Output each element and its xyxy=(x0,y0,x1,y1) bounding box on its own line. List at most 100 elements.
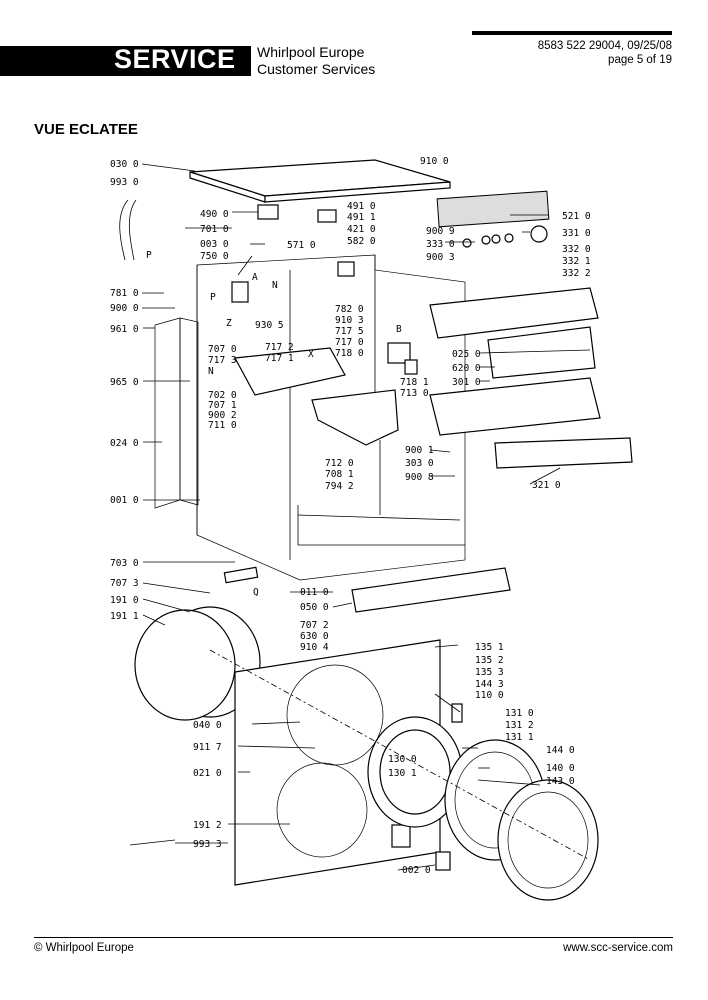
part-label: 900 1 xyxy=(405,445,434,456)
part-label: 131 1 xyxy=(505,732,534,743)
part-label: 421 0 xyxy=(347,224,376,235)
page-number: page 5 of 19 xyxy=(608,54,672,66)
part-label: 910 3 xyxy=(335,315,364,326)
part-label: 707 0 xyxy=(208,344,237,355)
letter-mark: Z xyxy=(226,318,232,329)
door-hinge xyxy=(451,703,463,723)
drain-hose-clip xyxy=(129,839,176,846)
part-label: 191 2 xyxy=(193,820,222,831)
part-label: 930 5 xyxy=(255,320,284,331)
part-label: 143 0 xyxy=(546,776,575,787)
part-label: 131 0 xyxy=(505,708,534,719)
part-label: 490 0 xyxy=(200,209,229,220)
footer-rule xyxy=(34,937,673,938)
footer-copyright: © Whirlpool Europe xyxy=(34,942,134,954)
part-label: 707 1 xyxy=(208,400,237,411)
part-label: 130 1 xyxy=(388,768,417,779)
part-label: 110 0 xyxy=(475,690,504,701)
part-label: 711 0 xyxy=(208,420,237,431)
document-id: 8583 522 29004, 09/25/08 xyxy=(537,40,672,52)
part-label: 333 0 xyxy=(426,239,455,250)
part-label: 030 0 xyxy=(110,159,139,170)
part-label: 708 1 xyxy=(325,469,354,480)
part-label: 993 0 xyxy=(110,177,139,188)
service-label: SERVICE xyxy=(114,44,236,74)
part-label: 301 0 xyxy=(452,377,481,388)
header-top-rule xyxy=(472,31,672,35)
control-panel-frame xyxy=(429,287,599,339)
part-label: 900 8 xyxy=(405,472,434,483)
part-label: 900 2 xyxy=(208,410,237,421)
letter-mark: N xyxy=(272,280,278,291)
page-title: VUE ECLATEE xyxy=(34,121,138,138)
door-outer-ring xyxy=(497,779,599,901)
part-label: 002 0 xyxy=(402,865,431,876)
part-label: 620 0 xyxy=(452,363,481,374)
part-label: 750 0 xyxy=(200,251,229,262)
part-label: 782 0 xyxy=(335,304,364,315)
part-label: 900 9 xyxy=(426,226,455,237)
inlet-hose xyxy=(119,199,129,261)
part-label: 131 2 xyxy=(505,720,534,731)
door-axis xyxy=(209,649,591,861)
footer-website: www.scc-service.com xyxy=(563,942,673,954)
part-label: 191 1 xyxy=(110,611,139,622)
part-label: 961 0 xyxy=(110,324,139,335)
part-label: 717 1 xyxy=(265,353,294,364)
part-label: 707 3 xyxy=(110,578,139,589)
company-line-2: Customer Services xyxy=(257,61,376,77)
letter-mark: P xyxy=(210,292,216,303)
left-side-panel xyxy=(154,317,181,509)
part-label: 331 0 xyxy=(562,228,591,239)
part-label: 303 0 xyxy=(405,458,434,469)
part-label: 011 0 xyxy=(300,587,329,598)
document-info: 8583 522 29004, 09/25/08 page 5 of 19 xyxy=(538,39,672,67)
letter-mark: P xyxy=(146,250,152,261)
part-label: 050 0 xyxy=(300,602,329,613)
letter-marks: P P A N Z B X N Q xyxy=(146,250,402,598)
part-label: 794 2 xyxy=(325,481,354,492)
part-label: 040 0 xyxy=(193,720,222,731)
letter-mark: A xyxy=(252,272,258,283)
part-label: 130 0 xyxy=(388,754,417,765)
detergent-unit xyxy=(436,190,550,228)
letter-mark: B xyxy=(396,324,402,335)
part-label: 713 0 xyxy=(400,388,429,399)
part-label: 702 0 xyxy=(208,390,237,401)
part-label: 571 0 xyxy=(287,240,316,251)
part-label: 144 3 xyxy=(475,679,504,690)
part-label: 718 0 xyxy=(335,348,364,359)
part-label: 332 2 xyxy=(562,268,591,279)
part-label: 900 3 xyxy=(426,252,455,263)
letter-mark: N xyxy=(208,366,214,377)
part-label: 135 1 xyxy=(475,642,504,653)
part-label: 135 3 xyxy=(475,667,504,678)
service-banner xyxy=(0,46,251,76)
part-label: 191 0 xyxy=(110,595,139,606)
part-label: 025 0 xyxy=(452,349,481,360)
letter-mark: Q xyxy=(253,587,259,598)
part-label: 001 0 xyxy=(110,495,139,506)
part-number-labels: 030 0 993 0 490 0 701 0 003 0 750 0 571 … xyxy=(110,156,591,876)
part-label: 144 0 xyxy=(546,745,575,756)
part-label: 718 1 xyxy=(400,377,429,388)
part-label: 717 3 xyxy=(208,355,237,366)
part-label: 703 0 xyxy=(110,558,139,569)
control-panel-board xyxy=(487,326,596,379)
company-line-1: Whirlpool Europe xyxy=(257,44,365,60)
part-label: 717 0 xyxy=(335,337,364,348)
part-label: 900 0 xyxy=(110,303,139,314)
part-label: 021 0 xyxy=(193,768,222,779)
kickplate xyxy=(351,567,511,613)
part-label: 630 0 xyxy=(300,631,329,642)
part-label: 781 0 xyxy=(110,288,139,299)
letter-mark: X xyxy=(308,349,314,360)
part-label: 712 0 xyxy=(325,458,354,469)
part-label: 140 0 xyxy=(546,763,575,774)
part-label: 491 0 xyxy=(347,201,376,212)
part-label: 965 0 xyxy=(110,377,139,388)
part-label: 910 4 xyxy=(300,642,329,653)
control-panel-front xyxy=(429,377,601,436)
part-label: 701 0 xyxy=(200,224,229,235)
